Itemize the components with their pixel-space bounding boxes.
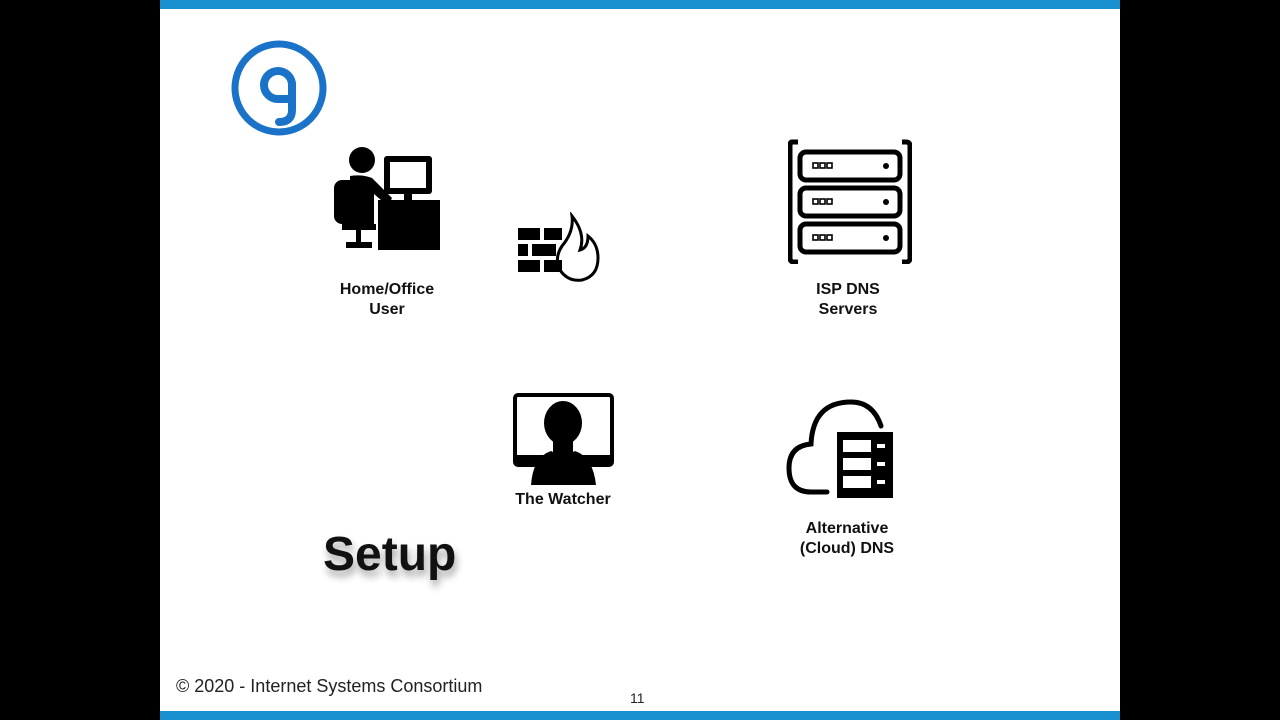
slide-title: Setup [323,528,457,581]
top-accent-bar [160,0,1120,9]
watcher-label: The Watcher [515,491,611,508]
cloud-dns-label: Alternative (Cloud) DNS [799,520,895,557]
office-worker-icon [334,147,440,250]
cloud-server-icon [786,399,893,498]
isp-dns-label: ISP DNS Servers [816,281,880,318]
page-number: 11 [630,690,645,706]
firewall-icon [518,212,600,282]
isc-logo-icon [231,40,327,136]
bottom-accent-bar [160,711,1120,720]
server-rack-icon [788,139,912,264]
footer-copyright: © 2020 - Internet Systems Consortium [176,676,483,696]
person-on-monitor-icon [513,393,614,485]
home-user-label: Home/Office User [339,281,435,318]
slide: Home/Office User ISP [160,0,1120,720]
